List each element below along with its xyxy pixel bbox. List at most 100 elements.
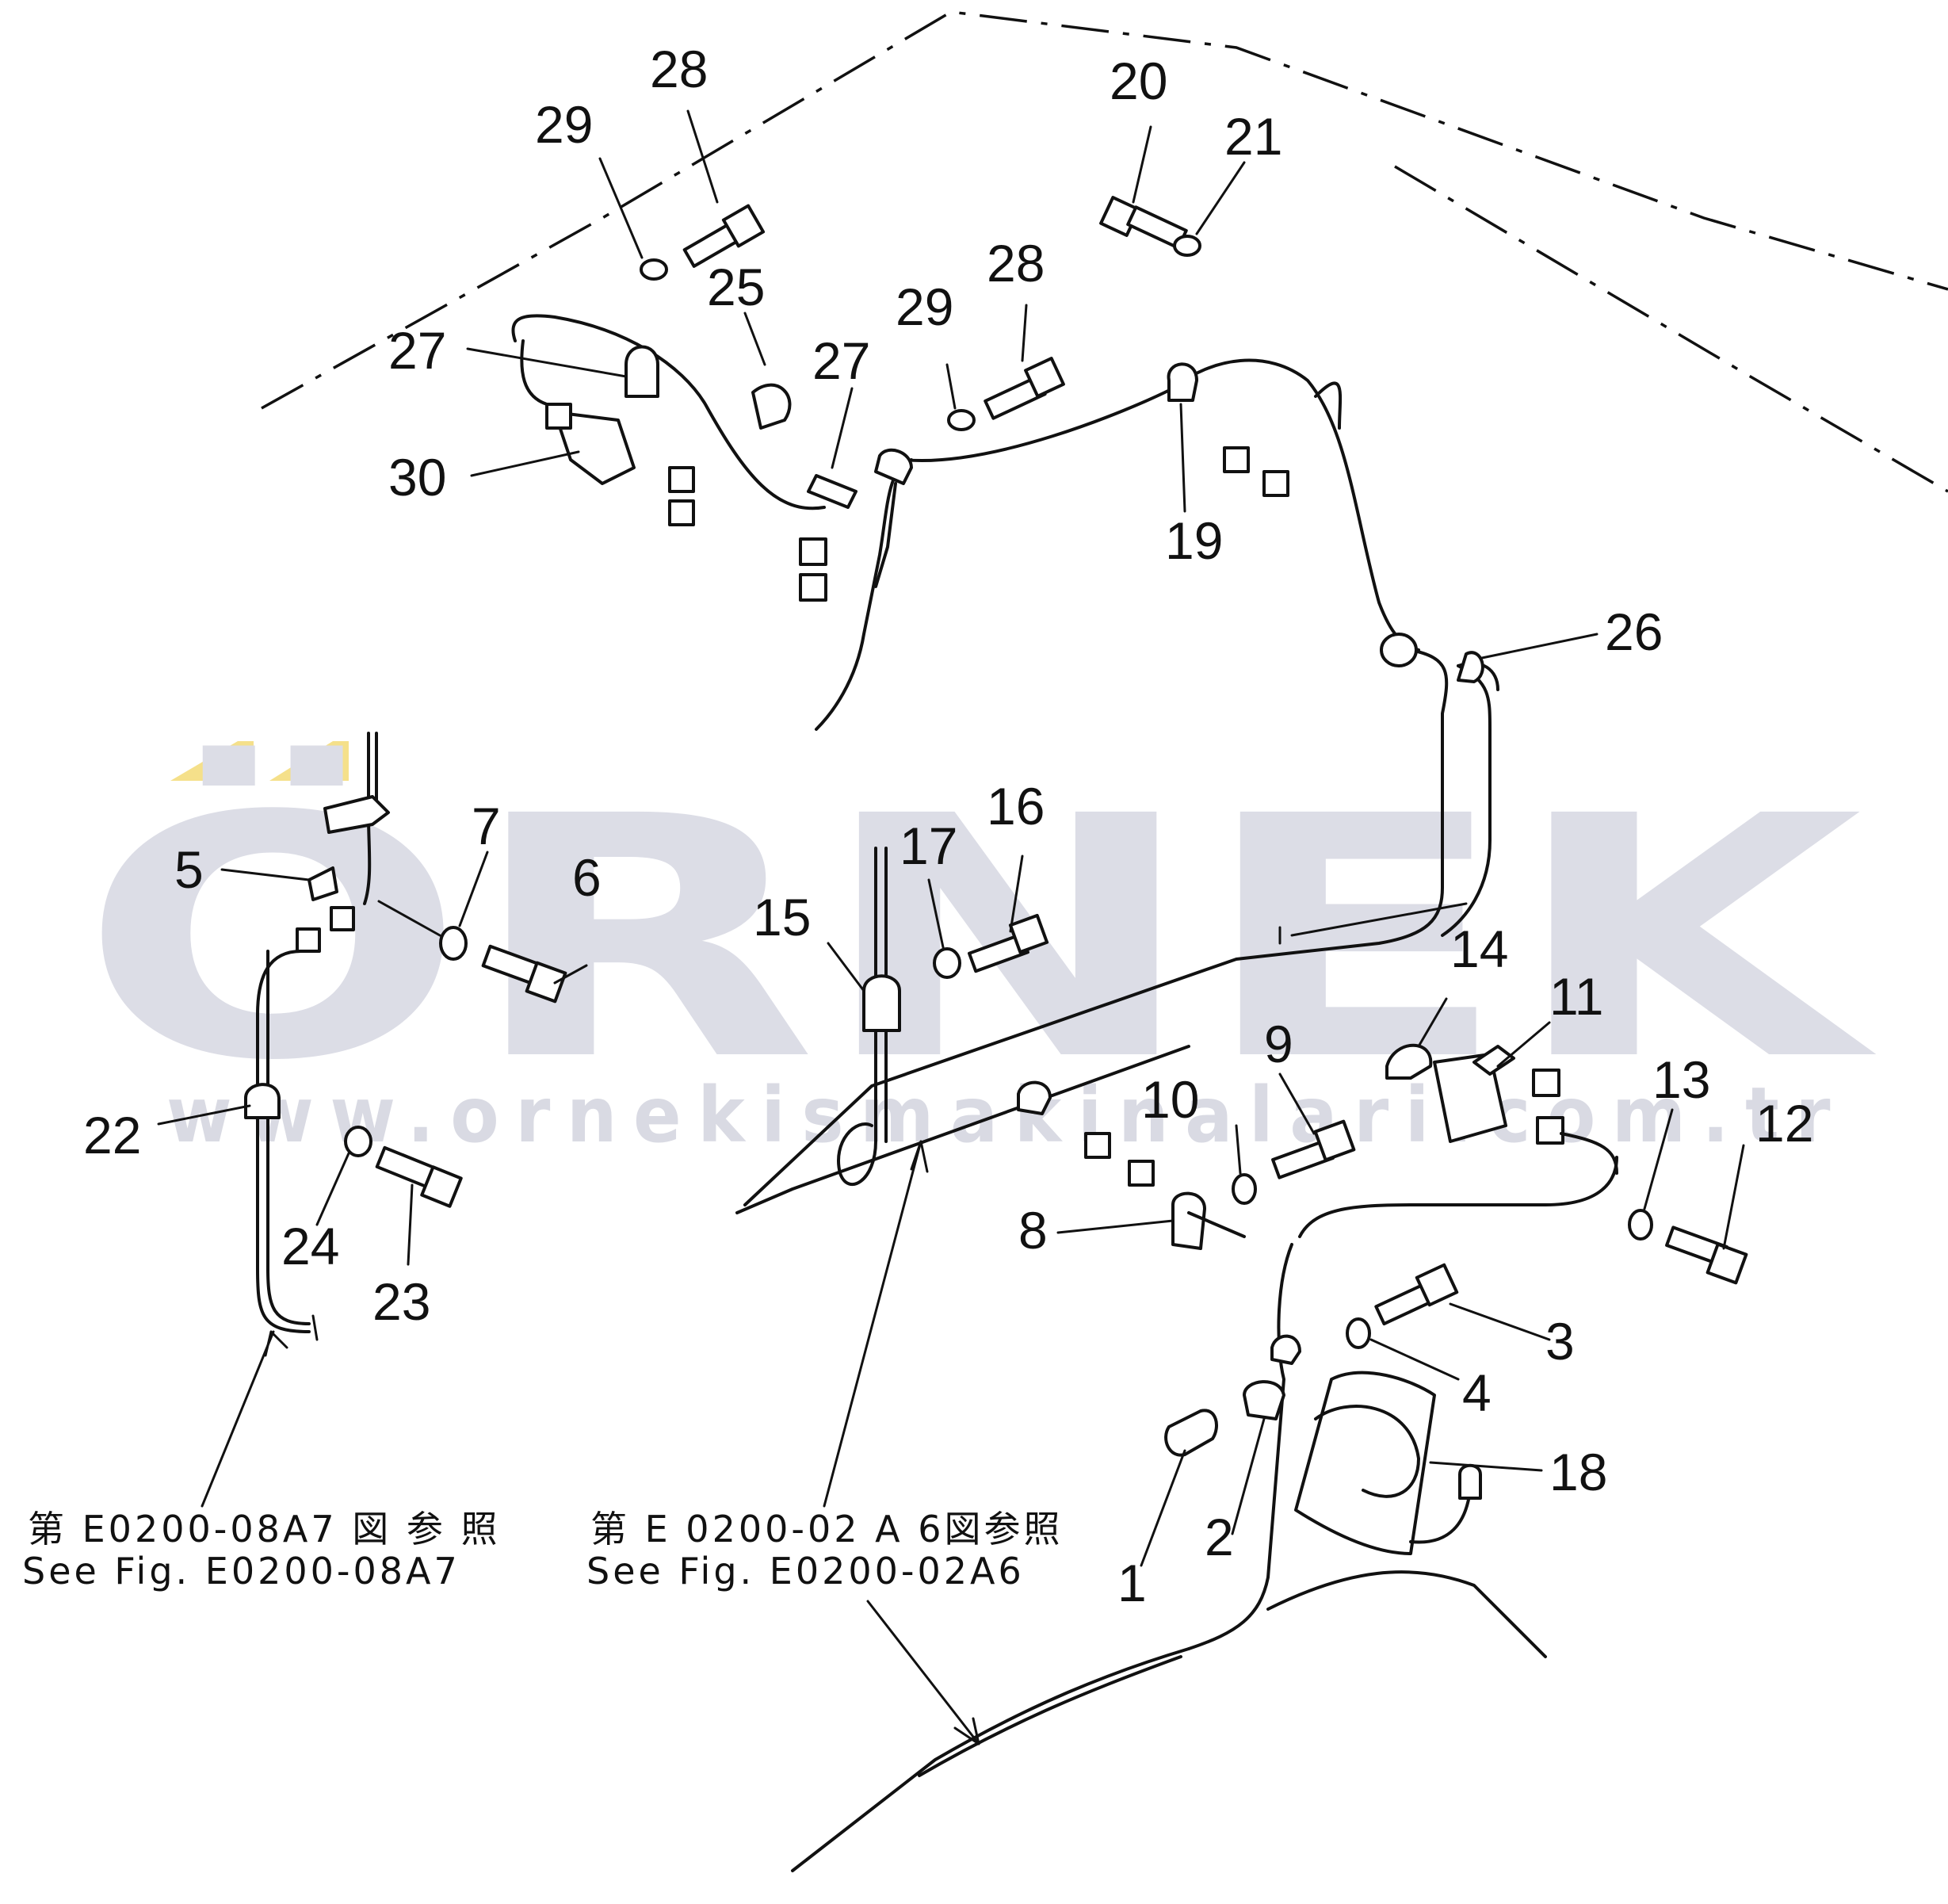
washer-29-top (640, 258, 668, 281)
callout-19: 19 (1165, 511, 1223, 570)
callout-8: 8 (1018, 1201, 1048, 1260)
callout-17: 17 (900, 816, 957, 875)
clamp-14 (1385, 1043, 1433, 1080)
bolt-20 (1099, 196, 1188, 250)
callout-6: 6 (572, 848, 602, 907)
callout-numbers: 1 2 3 4 5 6 7 8 9 10 11 12 13 14 15 16 1… (83, 40, 1813, 1612)
bracket-11 (1433, 1053, 1507, 1143)
reference-1-en: See Fig. E0200-08A7 (22, 1550, 460, 1592)
connector-i (1532, 1069, 1560, 1097)
clamp-top-left (323, 795, 390, 834)
callout-24: 24 (281, 1217, 339, 1275)
parts (244, 196, 1748, 1555)
clamp-cable (1017, 1080, 1052, 1115)
watermark-accent-left (170, 741, 254, 781)
callout-1: 1 (1117, 1554, 1147, 1612)
clamp-27-left (625, 345, 659, 398)
washer-10 (1232, 1173, 1257, 1205)
clamp-8 (1171, 1191, 1206, 1250)
reference-2-en: See Fig. E0200-02A6 (586, 1550, 1025, 1592)
connector-g (1084, 1132, 1111, 1159)
reference-1-jp: 第 E0200-08A7 図 参 照 (28, 1508, 501, 1550)
connector-e (1223, 446, 1250, 473)
clamp-mid (874, 448, 913, 485)
horn-18-wire (1409, 1489, 1472, 1544)
callout-7: 7 (472, 797, 501, 855)
callout-27a: 27 (388, 321, 446, 380)
connector-30a (545, 403, 572, 430)
washer-21 (1173, 235, 1201, 257)
connector-h (1128, 1160, 1155, 1187)
bolt-6 (481, 944, 567, 1004)
clamp-22 (244, 1083, 281, 1119)
bolt-16 (968, 913, 1049, 973)
horn-18 (1294, 1371, 1436, 1555)
bolt-28-top (682, 204, 766, 268)
callout-27b: 27 (812, 331, 870, 390)
lower-harness (735, 1045, 1618, 1872)
callout-29b: 29 (896, 277, 953, 336)
bolt-12 (1665, 1225, 1748, 1285)
clamp-5 (307, 866, 338, 901)
horn-18-bell (1314, 1405, 1420, 1498)
callout-9: 9 (1264, 1015, 1293, 1073)
bolt-23 (375, 1145, 463, 1208)
grommet-26 (1380, 633, 1418, 667)
callout-26: 26 (1605, 602, 1663, 661)
bolt-3 (1374, 1263, 1459, 1326)
callout-18: 18 (1549, 1443, 1607, 1501)
connector-5b (296, 927, 321, 953)
clamp-25 (751, 383, 792, 430)
callout-15: 15 (753, 888, 811, 946)
callout-13: 13 (1652, 1050, 1710, 1109)
callout-29a: 29 (535, 95, 593, 154)
callout-11: 11 (1549, 967, 1604, 1026)
washer-7 (439, 926, 468, 961)
watermark-url: www.ornekismakinalari.com.tr (166, 1071, 1847, 1160)
cable-8 (1187, 1211, 1246, 1238)
connector-5a (330, 906, 355, 931)
branch-mid (874, 482, 897, 588)
clamp-2 (1243, 1380, 1285, 1420)
callout-14: 14 (1450, 920, 1508, 978)
clamp-upper (1270, 1334, 1301, 1365)
washer-4 (1346, 1317, 1371, 1349)
watermark: ÖRNEK www.ornekismakinalari.com.tr (79, 741, 1880, 1160)
callout-22: 22 (83, 1106, 141, 1164)
clamp-19 (1167, 362, 1198, 402)
bolt-28-mid (984, 357, 1065, 420)
washer-24 (344, 1126, 372, 1157)
callout-3: 3 (1545, 1312, 1575, 1371)
bolt-9 (1271, 1119, 1356, 1179)
connector-f (1262, 470, 1289, 497)
washer-17 (933, 947, 961, 979)
callout-20: 20 (1110, 52, 1167, 110)
clamp-11 (1472, 1045, 1515, 1076)
callout-28b: 28 (987, 234, 1045, 292)
connector-d (799, 573, 827, 602)
callout-23: 23 (372, 1272, 430, 1331)
clamp-15 (862, 974, 901, 1032)
callout-28a: 28 (650, 40, 708, 98)
figure-references: 第 E0200-08A7 図 参 照 See Fig. E0200-08A7 第… (22, 1508, 1060, 1592)
washer-13 (1628, 1209, 1653, 1241)
wire-11 (1560, 1132, 1618, 1175)
left-harness-branch (256, 732, 378, 1341)
callout-30: 30 (388, 448, 446, 507)
callout-4: 4 (1462, 1363, 1492, 1422)
callout-12: 12 (1755, 1094, 1813, 1153)
clamp-26 (1457, 651, 1484, 683)
cab-outline (261, 10, 1948, 945)
callout-21: 21 (1224, 107, 1282, 166)
connector-b (668, 499, 695, 526)
bracket-30 (553, 411, 636, 485)
watermark-accent-right (269, 741, 349, 781)
cap-1 (1164, 1409, 1218, 1457)
callout-5: 5 (174, 840, 204, 899)
connector-c (799, 537, 827, 566)
callout-16: 16 (987, 777, 1045, 835)
washer-29-mid (947, 409, 976, 431)
clamp-27-right (807, 474, 858, 509)
